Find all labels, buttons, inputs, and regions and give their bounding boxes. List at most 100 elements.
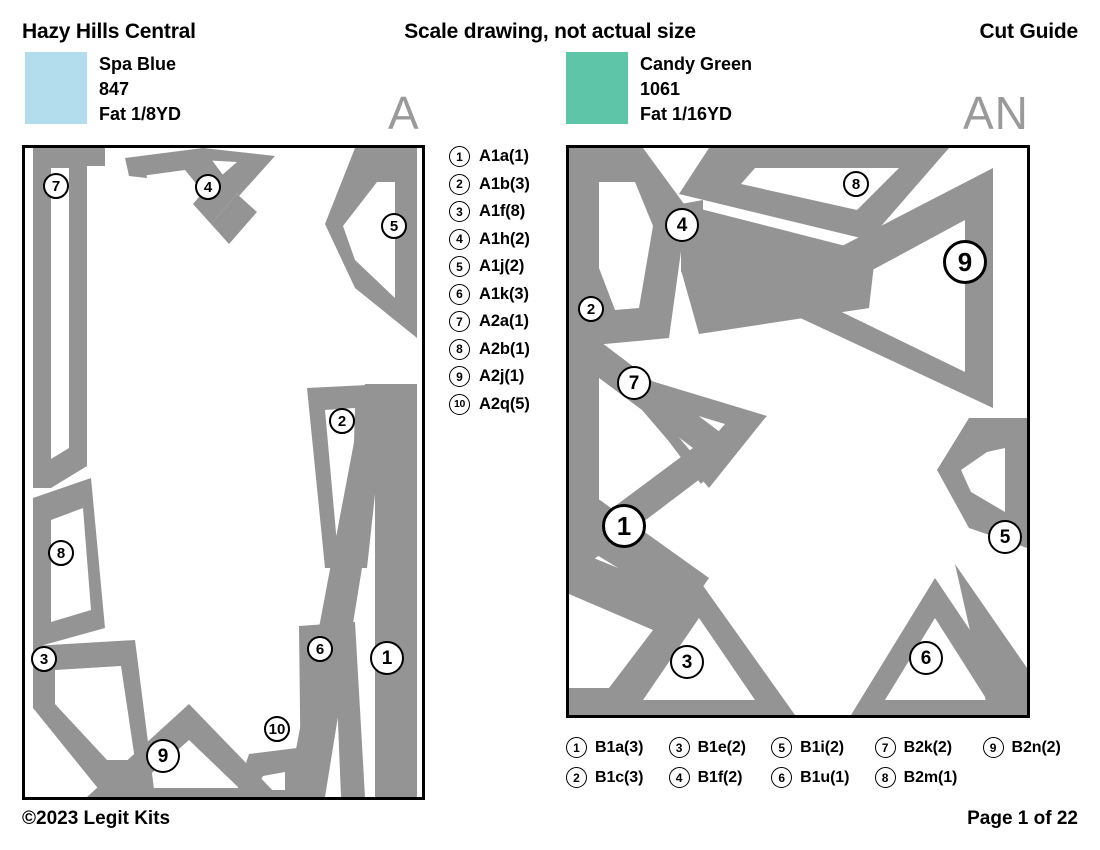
- legend-bubble: 4: [668, 767, 690, 788]
- legend-bubble: 7: [874, 737, 896, 758]
- legend-label: B2k(2): [903, 738, 952, 756]
- legend-item: 1 A1a(1): [449, 146, 530, 167]
- legend-item: 6 A1k(3): [449, 283, 530, 305]
- legend-item: 9 B2n(2): [982, 737, 1066, 758]
- legend-item: 3 A1f(8): [449, 201, 530, 222]
- legend-label: B1c(3): [595, 768, 644, 786]
- legend-label: A2q(5): [479, 394, 530, 413]
- piece-marker: 9: [146, 739, 180, 773]
- legend-bubble: 6: [771, 767, 793, 788]
- legend-bubble: 10: [449, 393, 470, 415]
- block-letter-an: AN: [963, 87, 1029, 139]
- legend-item: 5 B1i(2): [771, 737, 854, 758]
- fabric-swatch-spa-blue: [25, 52, 87, 124]
- piece-marker: 9: [943, 240, 987, 284]
- legend-bubble: 3: [668, 737, 690, 758]
- legend-bubble: 6: [449, 283, 470, 305]
- piece-marker: 2: [329, 408, 355, 434]
- legend-item: 2 A1b(3): [449, 173, 530, 195]
- legend-label: A1f(8): [479, 202, 526, 220]
- cut-layout-panel-b: 8 4 9 2 7 1 5 3 6: [566, 145, 1030, 718]
- fabric-name-b: Candy Green: [640, 54, 753, 74]
- legend-label: B1u(1): [800, 768, 850, 786]
- legend-item: 7 B2k(2): [874, 737, 963, 758]
- cut-layout-panel-a: 7 4 5 2 8 3 6 1 10 9: [22, 145, 425, 800]
- legend-bubble: 1: [566, 737, 587, 758]
- legend-label: A2j(1): [479, 367, 525, 385]
- legend-item: 9 A2j(1): [449, 366, 530, 387]
- legend-label: B1a(3): [595, 738, 644, 756]
- legend-label: A1h(2): [479, 229, 530, 248]
- legend-item: 4 A1h(2): [449, 228, 530, 250]
- legend-bubble: 5: [771, 737, 793, 758]
- legend-bubble: 7: [449, 311, 470, 332]
- panel-a-pieces: [33, 148, 417, 797]
- legend-item: 8 B2m(1): [874, 767, 963, 788]
- legend-item: 10 A2q(5): [449, 393, 530, 415]
- legend-item: 7 A2a(1): [449, 311, 530, 332]
- pattern-title: Hazy Hills Central: [22, 20, 196, 43]
- copyright-notice: ©2023 Legit Kits: [22, 808, 171, 829]
- piece-marker: 1: [602, 504, 646, 548]
- legend-item: 5 A1j(2): [449, 256, 530, 277]
- piece-marker: 5: [988, 520, 1022, 554]
- scale-notice: Scale drawing, not actual size: [404, 20, 696, 43]
- piece-marker: 2: [578, 296, 604, 322]
- legend-bubble: 8: [874, 767, 896, 788]
- piece-marker: 3: [31, 646, 57, 672]
- legend-bubble: 8: [449, 338, 470, 360]
- legend-fabric-a: 1 A1a(1) 2 A1b(3) 3 A1f(8) 4 A1h(2) 5 A1…: [449, 146, 530, 415]
- piece-marker: 6: [307, 636, 333, 662]
- legend-item: 6 B1u(1): [771, 767, 854, 788]
- fabric-cut-a: Fat 1/8YD: [99, 103, 182, 124]
- fabric-meta-a: Spa Blue 847 Fat 1/8YD: [99, 52, 181, 127]
- piece-marker: 8: [843, 171, 869, 197]
- legend-bubble: 2: [566, 767, 587, 788]
- fabric-name-a: Spa Blue: [99, 54, 177, 74]
- legend-label: A1j(2): [479, 257, 525, 275]
- legend-item: 4 B1f(2): [668, 767, 752, 788]
- piece-marker: 7: [617, 366, 651, 400]
- piece-marker: 4: [665, 208, 699, 242]
- document-title: Cut Guide: [979, 20, 1078, 43]
- block-letter-a: A: [388, 87, 420, 139]
- legend-bubble: 9: [449, 366, 470, 387]
- page-number: Page 1 of 22: [967, 808, 1078, 829]
- legend-label: B2n(2): [1011, 738, 1061, 756]
- legend-label: A1k(3): [479, 284, 529, 303]
- legend-label: B2m(1): [903, 768, 958, 786]
- legend-label: A2b(1): [479, 339, 530, 358]
- legend-label: B1i(2): [800, 738, 845, 756]
- piece-marker: 8: [48, 540, 74, 566]
- fabric-block-a: Spa Blue 847 Fat 1/8YD: [25, 52, 181, 127]
- legend-bubble: 1: [449, 146, 470, 167]
- legend-bubble: 2: [449, 173, 470, 195]
- panel-b-pieces: [569, 148, 1027, 715]
- piece-marker: 3: [670, 645, 704, 679]
- piece-marker: 1: [370, 641, 404, 675]
- legend-item: 8 A2b(1): [449, 338, 530, 360]
- legend-label: A2a(1): [479, 312, 529, 330]
- legend-bubble: 3: [449, 201, 470, 222]
- legend-bubble: 9: [982, 737, 1004, 758]
- piece-marker: 7: [43, 173, 69, 199]
- legend-label: B1f(2): [697, 768, 743, 786]
- legend-label: A1a(1): [479, 147, 529, 165]
- legend-item: 1 B1a(3): [566, 737, 649, 758]
- legend-label: A1b(3): [479, 174, 530, 193]
- legend-item: 3 B1e(2): [668, 737, 752, 758]
- fabric-cut-b: Fat 1/16YD: [640, 103, 733, 124]
- legend-label: B1e(2): [697, 738, 746, 756]
- piece-marker: 6: [909, 641, 943, 675]
- legend-bubble: 5: [449, 256, 470, 277]
- piece-marker: 5: [381, 213, 407, 239]
- legend-item: 2 B1c(3): [566, 767, 649, 788]
- fabric-block-b: Candy Green 1061 Fat 1/16YD: [566, 52, 752, 127]
- legend-fabric-b: 1 B1a(3) 2 B1c(3) 3 B1e(2) 4 B1f(2) 5 B1…: [566, 737, 1066, 788]
- fabric-meta-b: Candy Green 1061 Fat 1/16YD: [640, 52, 752, 127]
- piece-marker: 4: [195, 174, 221, 200]
- fabric-code-b: 1061: [640, 78, 681, 99]
- fabric-swatch-candy-green: [566, 52, 628, 124]
- fabric-code-a: 847: [99, 78, 130, 99]
